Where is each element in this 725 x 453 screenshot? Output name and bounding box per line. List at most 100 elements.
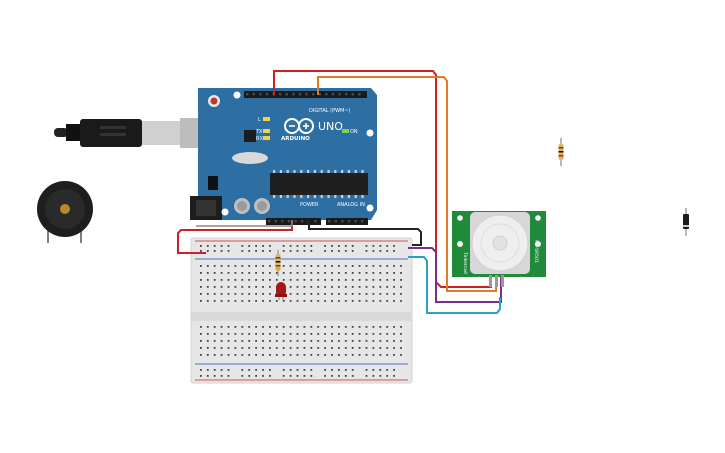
resistor-loose[interactable] (558, 138, 564, 166)
breadboard-hole (282, 265, 285, 267)
usb-plug-grip (100, 133, 126, 136)
breadboard-hole (220, 286, 223, 288)
breadboard-hole (220, 347, 223, 349)
breadboard-hole (296, 326, 299, 328)
breadboard-hole (344, 333, 347, 335)
breadboard-hole (358, 265, 361, 267)
breadboard-hole (206, 333, 209, 335)
breadboard-hole (400, 293, 402, 295)
breadboard-hole (262, 250, 264, 252)
breadboard-hole (213, 300, 216, 302)
breadboard-hole (206, 347, 209, 349)
on-led (342, 129, 349, 133)
diode[interactable] (683, 208, 689, 236)
breadboard-hole (296, 347, 299, 349)
reset-button-cap[interactable] (210, 97, 218, 105)
breadboard-hole (386, 347, 389, 349)
breadboard-hole (206, 340, 209, 342)
breadboard-hole (241, 286, 244, 288)
breadboard-hole (255, 340, 257, 342)
breadboard-hole (275, 279, 278, 281)
breadboard-hole (372, 369, 375, 371)
breadboard-hole (289, 250, 292, 252)
breadboard-hole (386, 354, 389, 356)
breadboard-hole (365, 369, 368, 371)
red-led[interactable] (275, 282, 287, 300)
breadboard-hole (386, 340, 389, 342)
breadboard-hole (365, 272, 368, 274)
breadboard-hole (386, 326, 389, 328)
chip-leg (279, 195, 282, 198)
breadboard-hole (282, 272, 285, 274)
breadboard-hole (234, 293, 237, 295)
wire-gray[interactable] (196, 220, 293, 227)
breadboard-hole (220, 333, 223, 335)
breadboard-hole (338, 272, 340, 274)
breadboard-hole (248, 347, 251, 349)
pir-potentiometer[interactable] (535, 241, 541, 247)
breadboard-hole (296, 245, 299, 247)
breadboard-hole (317, 300, 320, 302)
header-pin (281, 220, 284, 223)
breadboard-hole (379, 245, 382, 247)
rx-label: RX (256, 136, 263, 142)
resistor-breadboard[interactable] (275, 250, 281, 276)
breadboard-hole (386, 369, 389, 371)
pir-pin[interactable] (489, 275, 492, 287)
breadboard-hole (234, 340, 237, 342)
breadboard-hole (213, 250, 216, 252)
breadboard-hole (303, 245, 306, 247)
breadboard-hole (351, 326, 354, 328)
wire-orange-signal[interactable] (317, 76, 497, 292)
breadboard-hole (303, 340, 306, 342)
breadboard-hole (269, 354, 271, 356)
wire-blue[interactable] (408, 256, 501, 314)
breadboard-hole (220, 375, 223, 377)
breadboard-hole (393, 293, 395, 295)
pir-pin[interactable] (495, 275, 498, 287)
breadboard-hole (262, 300, 264, 302)
breadboard-hole (344, 340, 347, 342)
pir-mount-hole (457, 215, 463, 221)
breadboard-hole (275, 300, 278, 302)
chip-leg (341, 170, 344, 173)
wire-red-5v[interactable] (273, 70, 492, 288)
breadboard[interactable] (190, 237, 413, 384)
pir-mount-hole (535, 215, 541, 221)
breadboard-hole (289, 293, 292, 295)
breadboard-hole (296, 279, 299, 281)
wire-black-gnd[interactable] (308, 220, 422, 246)
header-pin (279, 93, 282, 96)
breadboard-hole (282, 375, 285, 377)
pir-potentiometer[interactable] (457, 241, 463, 247)
breadboard-hole (282, 300, 285, 302)
breadboard-hole (213, 286, 216, 288)
breadboard-hole (227, 333, 230, 335)
wires[interactable] (177, 70, 502, 314)
breadboard-hole (331, 245, 333, 247)
usb-cable[interactable] (54, 118, 204, 148)
piezo-buzzer[interactable] (37, 181, 93, 243)
breadboard-hole (234, 333, 237, 335)
breadboard-hole (206, 265, 209, 267)
breadboard-hole (262, 347, 264, 349)
arduino-uno-board[interactable]: L TX RX ON UNO ARDUINO DIGITAL (PWM~) PO… (190, 88, 377, 225)
pir-sensor[interactable]: Tinkercad HC-SR501 (452, 211, 546, 287)
breadboard-hole (289, 272, 292, 274)
header-pin (318, 93, 321, 96)
breadboard-hole (213, 326, 216, 328)
breadboard-hole (344, 369, 347, 371)
breadboard-hole (262, 340, 264, 342)
breadboard-hole (255, 375, 257, 377)
resistor-band (558, 151, 564, 153)
wire-red-rail[interactable] (177, 220, 293, 254)
pir-pin[interactable] (501, 275, 504, 287)
breadboard-hole (400, 340, 402, 342)
breadboard-hole (200, 375, 202, 377)
header-pin (328, 220, 331, 223)
breadboard-hole (269, 245, 271, 247)
breadboard-hole (227, 375, 230, 377)
breadboard-hole (393, 265, 395, 267)
